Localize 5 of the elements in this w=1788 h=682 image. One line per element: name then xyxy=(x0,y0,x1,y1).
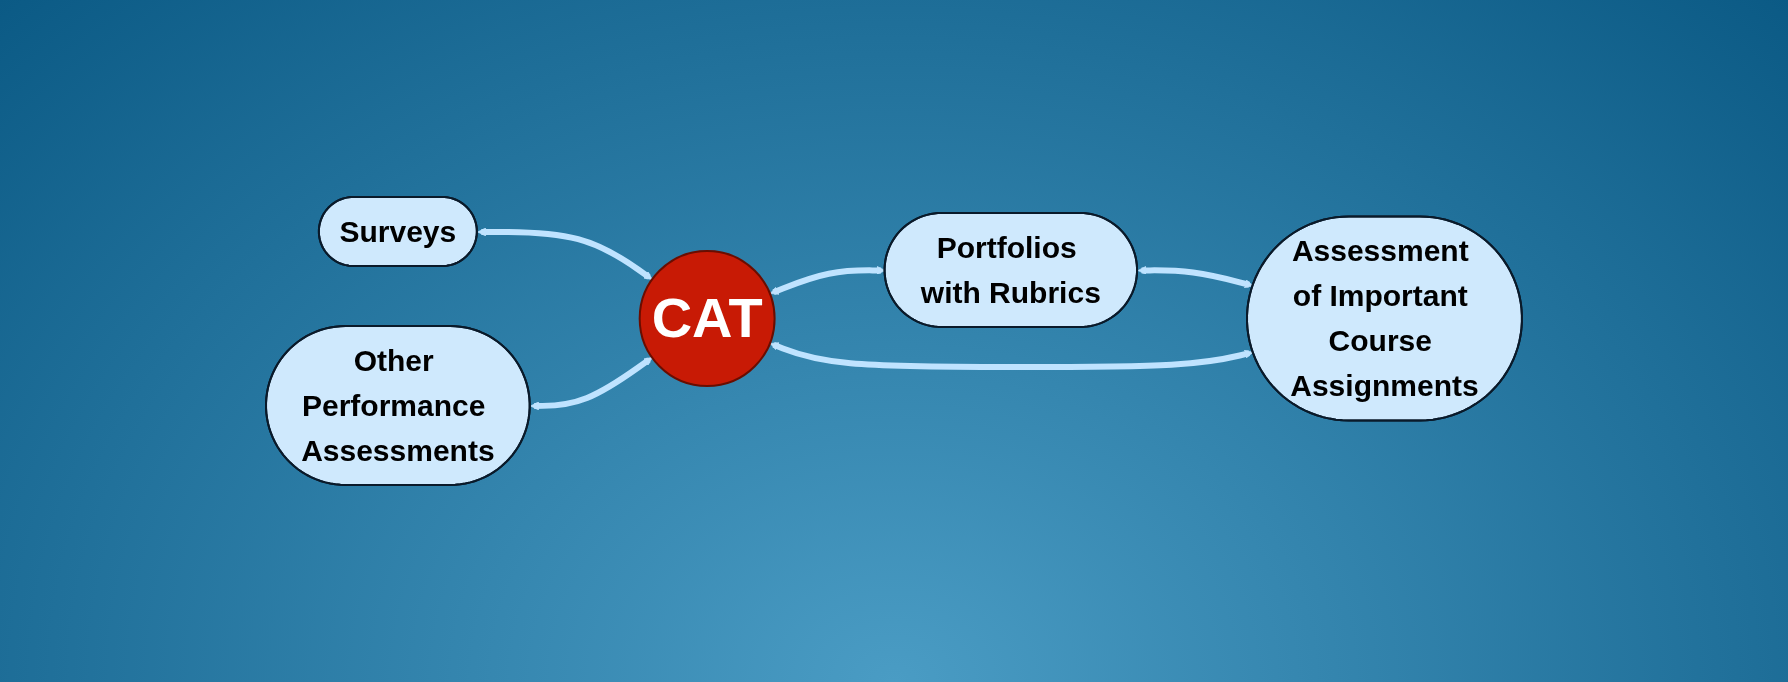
arrow xyxy=(1137,266,1254,289)
node-circle: CAT xyxy=(638,250,776,387)
arrow xyxy=(530,357,653,411)
arrow xyxy=(769,342,1254,370)
arrow xyxy=(477,227,653,280)
